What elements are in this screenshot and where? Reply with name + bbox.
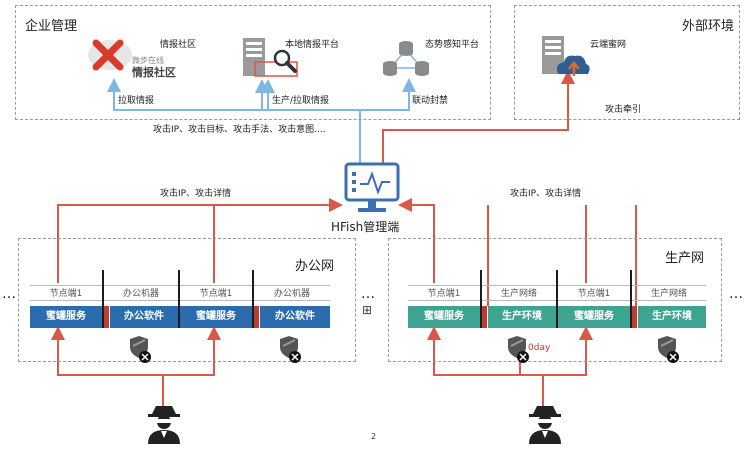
page-number: 2 — [371, 432, 377, 441]
office-col-header: 节点端1 — [30, 285, 102, 301]
produce-pull-label: 生产/拉取情报 — [272, 96, 330, 106]
enterprise-zone — [15, 5, 491, 120]
honeypot-service: 蜜罐服务 — [408, 306, 480, 328]
attack-info-label: 攻击IP、攻击目标、攻击手法、攻击意图.... — [153, 125, 326, 135]
linkage-block-label: 联动封禁 — [412, 96, 449, 106]
office-col-header: 办公机器 — [254, 285, 330, 301]
office-network-title: 办公网 — [295, 259, 335, 274]
blocked-shield-icon — [128, 334, 154, 364]
cloud-honeynet-label: 云端蜜网 — [590, 40, 627, 50]
divider — [556, 270, 558, 328]
office-col-header: 节点端1 — [180, 285, 252, 301]
intel-logo-small-text: 微步在线 — [132, 56, 164, 65]
production-network-title: 生产网 — [665, 251, 705, 266]
honeypot-service: 蜜罐服务 — [558, 306, 630, 328]
ellipsis-right: … — [729, 286, 743, 302]
firewall-bar — [104, 306, 109, 328]
attack-detail-right-label: 攻击IP、攻击详情 — [510, 189, 582, 199]
hacker-icon — [527, 402, 563, 444]
hfish-label: HFish管理端 — [331, 220, 400, 234]
prod-col-header: 节点端1 — [408, 285, 480, 301]
prod-col-header: 节点端1 — [558, 285, 630, 301]
ellipsis-middle: … — [361, 286, 375, 302]
cloud-server-icon — [540, 34, 592, 80]
server-icon — [240, 36, 300, 80]
honeypot-service: 蜜罐服务 — [180, 306, 252, 328]
production-network-zone — [388, 238, 722, 362]
firewall-bar — [632, 306, 637, 328]
office-col-header: 办公机器 — [104, 285, 178, 301]
intel-community-label: 情报社区 — [160, 40, 197, 50]
enterprise-title: 企业管理 — [25, 19, 78, 34]
firewall-bar — [482, 306, 487, 328]
intel-community-logo — [86, 35, 134, 73]
intel-lines — [107, 78, 416, 165]
production-env: 生产环境 — [488, 306, 556, 328]
office-software: 办公软件 — [260, 306, 330, 328]
divider — [630, 270, 632, 328]
ellipsis-left: … — [2, 286, 16, 302]
divider — [252, 270, 254, 328]
database-network-icon — [378, 38, 436, 80]
monitor-icon — [338, 160, 406, 220]
prod-col-header: 生产网络 — [632, 285, 706, 301]
zero-day-label: 0day — [528, 343, 551, 353]
local-platform-label: 本地情报平台 — [285, 40, 340, 50]
divider — [480, 270, 482, 328]
prod-col-header: 生产网络 — [482, 285, 556, 301]
hacker-icon — [146, 402, 182, 444]
plus-icon: ⊞ — [362, 303, 373, 317]
external-title: 外部环境 — [682, 19, 735, 34]
blocked-shield-icon — [656, 334, 682, 364]
office-software: 办公软件 — [110, 306, 178, 328]
office-network-zone — [18, 238, 356, 362]
firewall-bar — [254, 306, 259, 328]
divider — [178, 270, 180, 328]
honeypot-service: 蜜罐服务 — [30, 306, 102, 328]
attack-detail-left-label: 攻击IP、攻击详情 — [160, 189, 232, 199]
divider — [102, 270, 104, 328]
blocked-shield-icon — [506, 334, 532, 364]
production-env: 生产环境 — [638, 306, 706, 328]
blocked-shield-icon — [278, 334, 304, 364]
attack-lines — [51, 70, 637, 410]
external-zone — [514, 5, 740, 120]
attack-lure-label: 攻击牵引 — [605, 105, 642, 115]
magnifier-icon — [272, 48, 298, 74]
pull-intel-label: 拉取情报 — [118, 96, 155, 106]
intel-logo-big-text: 情报社区 — [132, 66, 176, 79]
situational-platform-label: 态势感知平台 — [425, 40, 480, 50]
